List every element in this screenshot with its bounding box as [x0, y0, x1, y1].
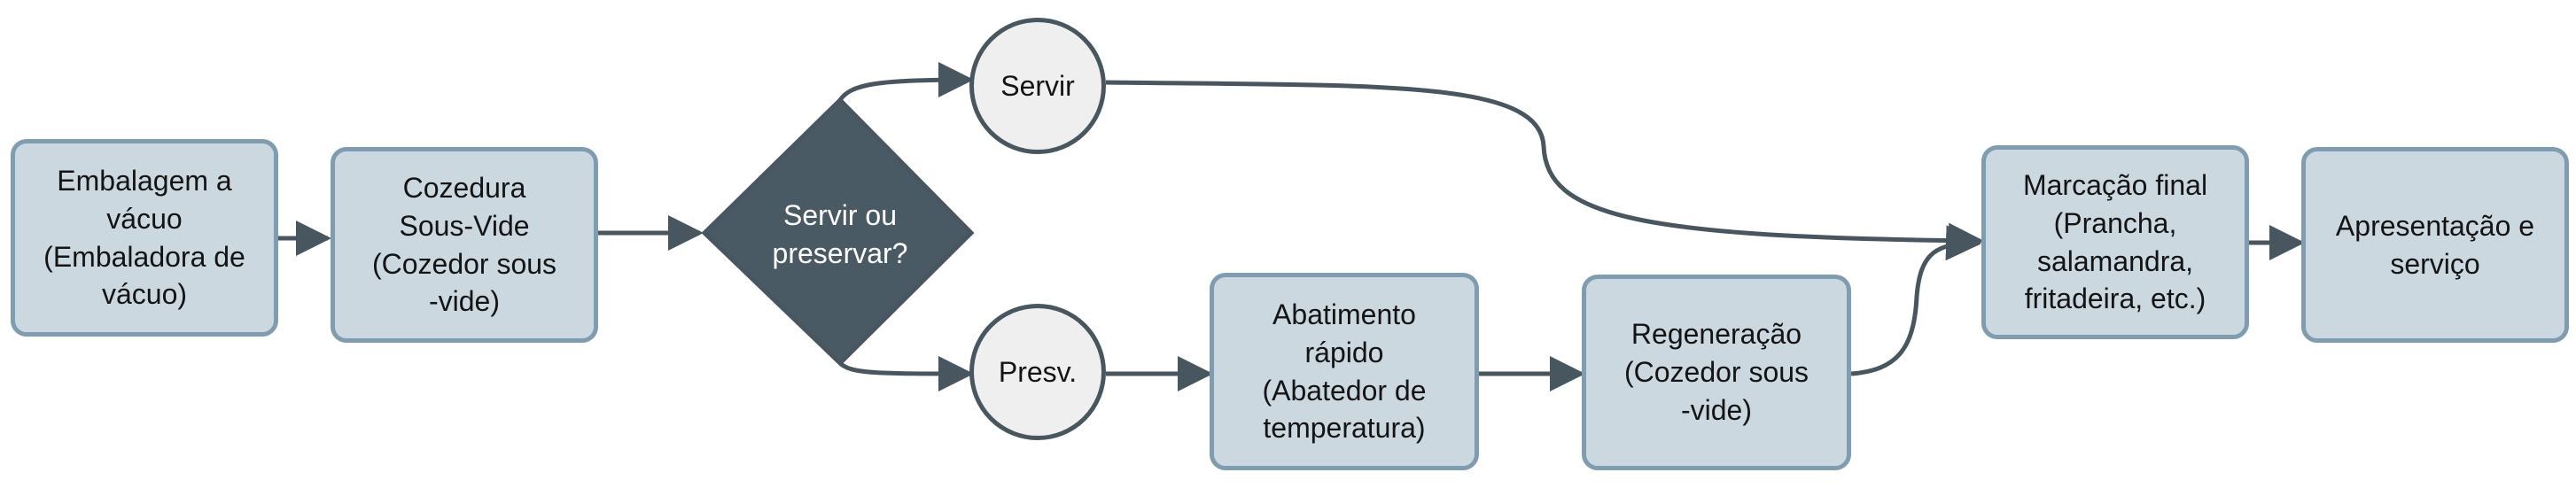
node-final-marking-label: Marcação final (Prancha, salamandra, fri…: [2022, 168, 2208, 315]
arrow-serve-to-mark: [1105, 80, 1984, 259]
node-vacuum-packing-label: Embalagem a vácuo (Embaladora de vácuo): [43, 164, 245, 311]
node-serve: Servir: [969, 18, 1106, 154]
node-preserve: Presv.: [969, 304, 1106, 440]
node-blast-chilling: Abatimento rápido (Abatedor de temperatu…: [1210, 273, 1479, 470]
node-sous-vide-cooking-label: Cozedura Sous-Vide (Cozedor sous -vide): [371, 171, 557, 318]
node-sous-vide-cooking: Cozedura Sous-Vide (Cozedor sous -vide): [331, 147, 598, 343]
node-decision: Servir ou preservar?: [722, 173, 958, 297]
node-preserve-label: Presv.: [998, 355, 1078, 388]
arrow-regen-to-mark: [1850, 225, 1981, 376]
node-regeneration-label: Regeneração (Cozedor sous -vide): [1623, 318, 1809, 426]
node-vacuum-packing: Embalagem a vácuo (Embaladora de vácuo): [11, 139, 278, 337]
node-regeneration: Regeneração (Cozedor sous -vide): [1582, 275, 1851, 470]
node-blast-chilling-label: Abatimento rápido (Abatedor de temperatu…: [1262, 298, 1427, 445]
arrow-decision-to-preserve: [838, 355, 974, 391]
node-decision-label: Servir ou preservar?: [772, 199, 908, 269]
node-final-marking: Marcação final (Prancha, salamandra, fri…: [1981, 145, 2249, 339]
node-presentation: Apresentação e serviço: [2301, 147, 2569, 343]
decision-diamond: [701, 97, 975, 367]
node-serve-label: Servir: [1000, 69, 1075, 102]
arrow-decision-to-serve: [837, 62, 974, 102]
node-presentation-label: Apresentação e serviço: [2335, 209, 2535, 280]
